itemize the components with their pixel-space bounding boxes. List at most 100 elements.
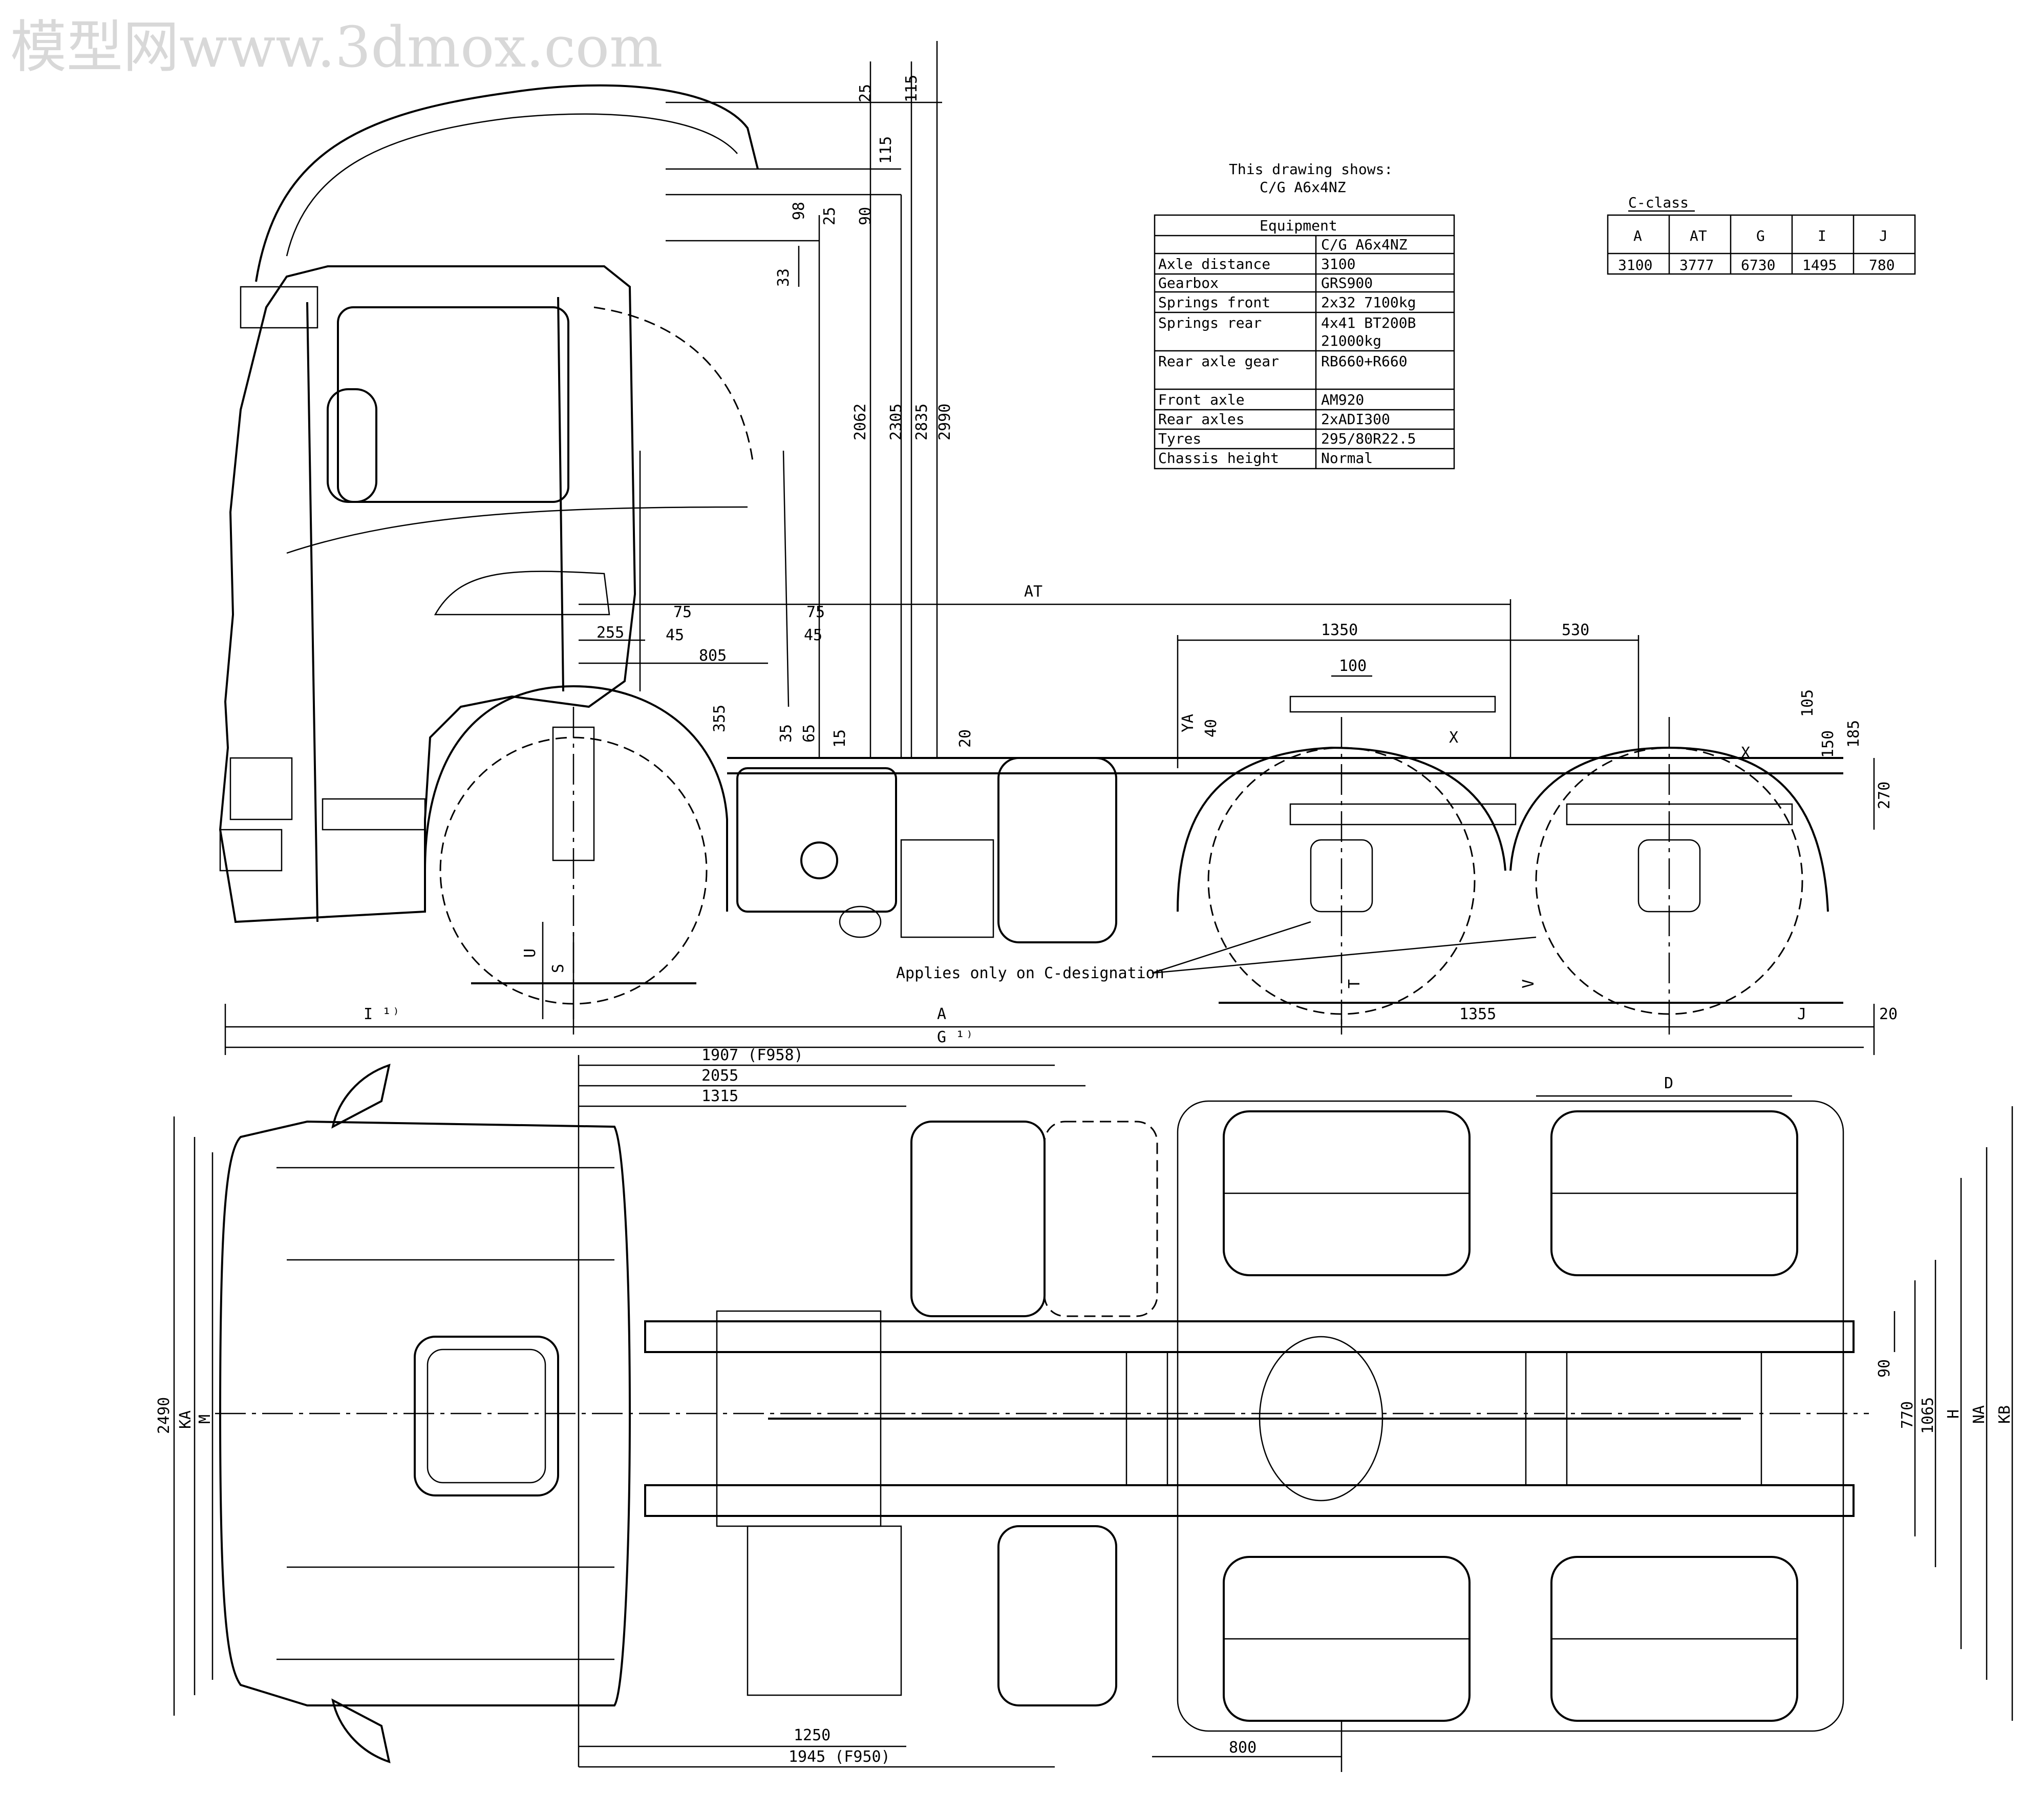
row-label: Rear axles xyxy=(1158,411,1245,428)
note-line2: C/G A6x4NZ xyxy=(1260,179,1346,196)
dim-H: H xyxy=(1945,1409,1963,1419)
dim-KA: KA xyxy=(177,1410,195,1429)
dim-2990: 2990 xyxy=(936,404,954,440)
mirror-left xyxy=(331,1063,391,1129)
dim-90-top: 90 xyxy=(1876,1359,1893,1378)
front-wheel xyxy=(424,685,728,1019)
dim-25b: 25 xyxy=(821,207,839,225)
dim-I: I ¹⁾ xyxy=(364,1005,400,1023)
row-label: Springs rear xyxy=(1158,314,1262,331)
cclass-header: A xyxy=(1633,227,1642,244)
dim-770: 770 xyxy=(1899,1401,1917,1429)
dim-1315: 1315 xyxy=(701,1087,738,1105)
cclass-value: 3100 xyxy=(1618,257,1652,273)
dim-255: 255 xyxy=(597,624,624,642)
equipment-table: Equipment C/G A6x4NZ Axle distance 3100 … xyxy=(1154,214,1455,470)
dim-75a: 75 xyxy=(673,603,692,621)
dim-100: 100 xyxy=(1339,657,1367,675)
row-value-2: 21000kg xyxy=(1321,332,1381,349)
dim-1250: 1250 xyxy=(794,1726,831,1744)
side-vertical-dimensions: 25 115 115 98 25 90 33 2062 2305 2835 29… xyxy=(666,41,954,758)
row-label: Chassis height xyxy=(1158,450,1279,467)
dim-KB: KB xyxy=(1996,1405,2014,1424)
dim-105: 105 xyxy=(1799,689,1817,717)
row-label: Rear axle gear xyxy=(1158,353,1279,370)
dim-150: 150 xyxy=(1819,730,1837,758)
row-value: RB660+R660 xyxy=(1321,353,1408,370)
dim-530: 530 xyxy=(1562,621,1589,639)
cclass-header: AT xyxy=(1690,227,1707,244)
dim-185: 185 xyxy=(1845,720,1863,748)
cclass-header: J xyxy=(1879,227,1888,244)
dim-V: V xyxy=(1520,979,1538,988)
rear-tyres-top xyxy=(1177,1100,1844,1732)
row-value: Normal xyxy=(1321,450,1373,467)
dim-270: 270 xyxy=(1876,782,1893,809)
dim-2062: 2062 xyxy=(851,404,869,440)
dim-X1: X xyxy=(1449,729,1458,747)
mirror-right xyxy=(331,1698,391,1764)
drawing-note: This drawing shows: C/G A6x4NZ xyxy=(1229,161,1393,196)
dim-35: 35 xyxy=(777,724,795,743)
top-view-dimensions: 1907 (F958) 2055 1315 D 2490 KA M 90 770… xyxy=(155,1046,2014,1772)
row-value: AM920 xyxy=(1321,391,1364,408)
dim-U: U xyxy=(521,948,539,958)
dim-25a: 25 xyxy=(857,84,875,102)
fuel-tank-top xyxy=(910,1121,1046,1317)
cab-top-outline xyxy=(219,1120,631,1706)
dim-NA: NA xyxy=(1970,1405,1988,1424)
dim-75b: 75 xyxy=(806,603,825,621)
equipment-header-value: C/G A6x4NZ xyxy=(1321,236,1408,253)
cab-outline xyxy=(219,84,790,923)
cclass-header: I xyxy=(1818,227,1826,244)
row-label: Gearbox xyxy=(1158,275,1219,291)
dim-1945: 1945 (F950) xyxy=(789,1748,890,1766)
row-value: GRS900 xyxy=(1321,275,1373,291)
row-value: 2x32 7100kg xyxy=(1321,294,1416,311)
dim-1355: 1355 xyxy=(1459,1005,1496,1023)
watermark: 模型网www.3dmox.com xyxy=(10,14,663,80)
dim-45a: 45 xyxy=(666,626,684,644)
rear-wheels xyxy=(1177,695,1829,1024)
dim-X2: X xyxy=(1741,744,1750,762)
row-label: Axle distance xyxy=(1158,256,1270,272)
row-value: 2xADI300 xyxy=(1321,411,1390,428)
row-value: 4x41 BT200B xyxy=(1321,314,1416,331)
dim-M: M xyxy=(196,1415,214,1424)
dim-1350: 1350 xyxy=(1321,621,1358,639)
cclass-value: 6730 xyxy=(1741,257,1775,273)
chassis-side xyxy=(727,757,1843,943)
dim-A: A xyxy=(937,1005,946,1023)
battery-box-top xyxy=(997,1525,1117,1706)
dim-J: J xyxy=(1797,1005,1806,1023)
dim-40: 40 xyxy=(1202,719,1220,737)
dim-20a: 20 xyxy=(956,729,974,748)
dim-90: 90 xyxy=(857,207,875,225)
dim-115a: 115 xyxy=(903,75,921,102)
dim-AT: AT xyxy=(1024,583,1042,601)
side-view: 25 115 115 98 25 90 33 2062 2305 2835 29… xyxy=(219,41,1898,1055)
dim-15: 15 xyxy=(831,729,849,748)
dim-T: T xyxy=(1346,979,1364,988)
dim-33: 33 xyxy=(775,268,793,287)
row-label: Front axle xyxy=(1158,391,1245,408)
cclass-title: C-class xyxy=(1628,194,1689,211)
note-line1: This drawing shows: xyxy=(1229,161,1393,178)
dim-800: 800 xyxy=(1229,1739,1257,1757)
cclass-value: 1495 xyxy=(1802,257,1837,273)
top-view: 1907 (F958) 2055 1315 D 2490 KA M 90 770… xyxy=(155,1046,2014,1772)
chassis-rails xyxy=(215,1320,1869,1517)
row-value: 3100 xyxy=(1321,256,1355,272)
cclass-value: 780 xyxy=(1869,257,1895,273)
dim-355: 355 xyxy=(711,705,729,732)
dim-98: 98 xyxy=(790,202,808,220)
dim-115b: 115 xyxy=(877,136,895,164)
dim-20b: 20 xyxy=(1879,1005,1898,1023)
dim-1907: 1907 (F958) xyxy=(701,1046,803,1064)
dim-2055: 2055 xyxy=(701,1067,738,1085)
cclass-value: 3777 xyxy=(1679,257,1714,273)
equipment-title: Equipment xyxy=(1260,217,1337,234)
row-label: Tyres xyxy=(1158,430,1201,447)
row-value: 295/80R22.5 xyxy=(1321,430,1416,447)
